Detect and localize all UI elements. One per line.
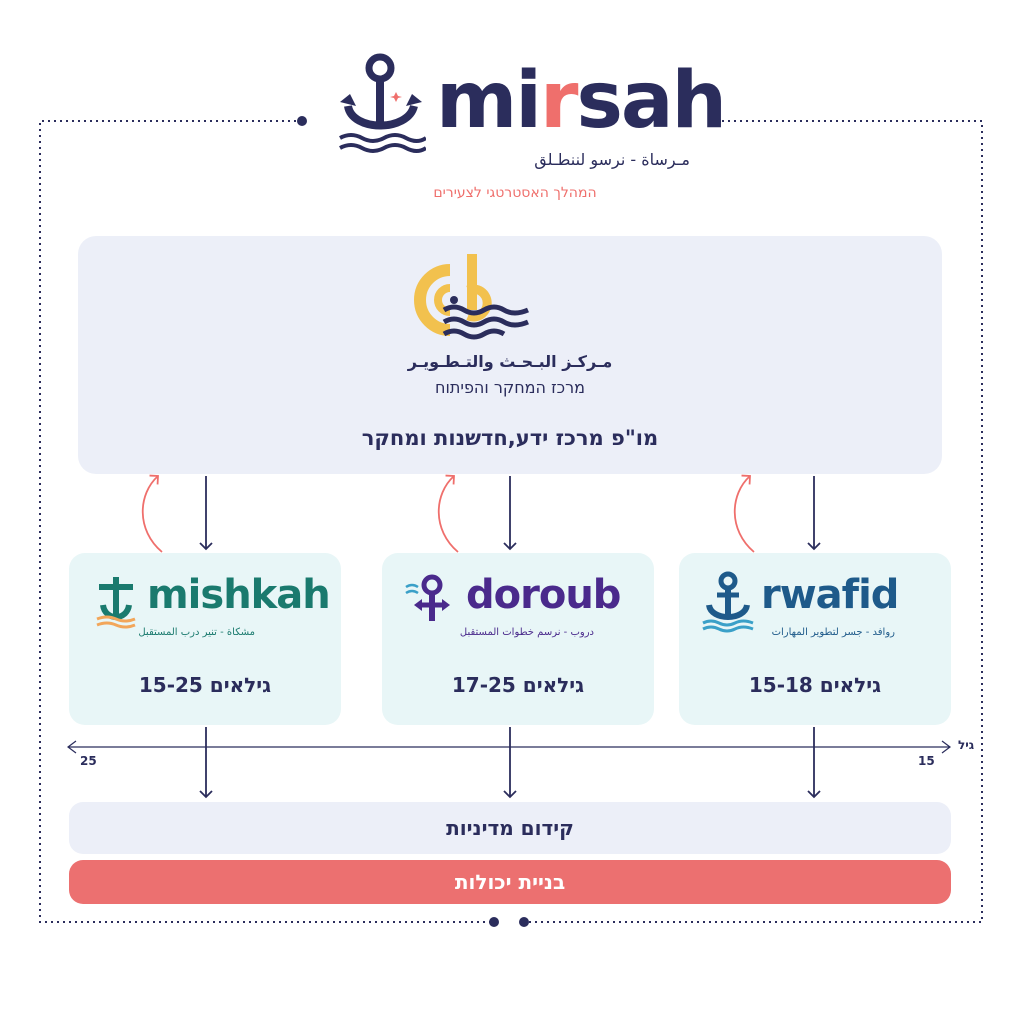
- down-arrows-to-outcomes: [199, 727, 821, 799]
- research-center-arabic-name: مـركـز البـحـث والتـطـويـر: [407, 352, 613, 371]
- program-tagline: مشكاة - تنير درب المستقبل: [138, 627, 255, 638]
- brand-letter-accent: r: [540, 56, 578, 146]
- age-axis: [67, 740, 951, 754]
- anchor-cross-icon: [96, 577, 136, 629]
- program-name: rwafid: [761, 572, 899, 618]
- age-axis-min: 15: [918, 754, 935, 768]
- policy-promotion-bar: קידום מדיניות: [69, 802, 951, 854]
- program-tagline: دروب - نرسم خطوات المستقبل: [459, 627, 594, 638]
- anchor-icon: [702, 571, 754, 633]
- feedback-arrows: [141, 474, 755, 553]
- program-card-doroub: doroub دروب - نرسم خطوات المستقبل גילאים…: [382, 553, 654, 725]
- program-card-mishkah: mishkah مشكاة - تنير درب المستقبل גילאים…: [69, 553, 341, 725]
- capacity-building-bar: בניית יכולות: [69, 860, 951, 904]
- program-card-rwafid: rwafid روافد - جسر لتطوير المهارات גילאי…: [679, 553, 951, 725]
- crossroads-icon: [405, 574, 450, 621]
- anchor-waves-icon: [339, 53, 426, 153]
- program-ages: גילאים 15-18: [748, 673, 882, 697]
- research-center-box: مـركـز البـحـث والتـطـويـر מרכז המחקר וה…: [78, 236, 942, 474]
- program-tagline: روافد - جسر لتطوير المهارات: [771, 627, 895, 638]
- program-name: doroub: [466, 572, 621, 618]
- program-ages: גילאים 17-25: [451, 673, 585, 697]
- program-ages: גילאים 15-25: [138, 673, 272, 697]
- research-center-description: מו"פ מרכז ידע,חדשנות ומחקר: [361, 426, 659, 450]
- frame-dots: [297, 116, 721, 927]
- age-axis-max: 25: [80, 754, 97, 768]
- research-center-hebrew-name: מרכז המחקר והפיתוח: [435, 378, 585, 397]
- dotted-frame: [39, 120, 983, 923]
- program-name: mishkah: [147, 572, 331, 618]
- brand-logo: mirsah: [436, 56, 727, 146]
- brand-subtitle: مـرساة - نرسو لننطـلق: [534, 150, 690, 169]
- pd-waves-logo-icon: [414, 254, 529, 340]
- down-arrows-to-programs: [199, 476, 821, 551]
- age-axis-label: גיל: [958, 738, 975, 752]
- brand-tagline: המהלך האסטרטגי לצעירים: [433, 185, 597, 201]
